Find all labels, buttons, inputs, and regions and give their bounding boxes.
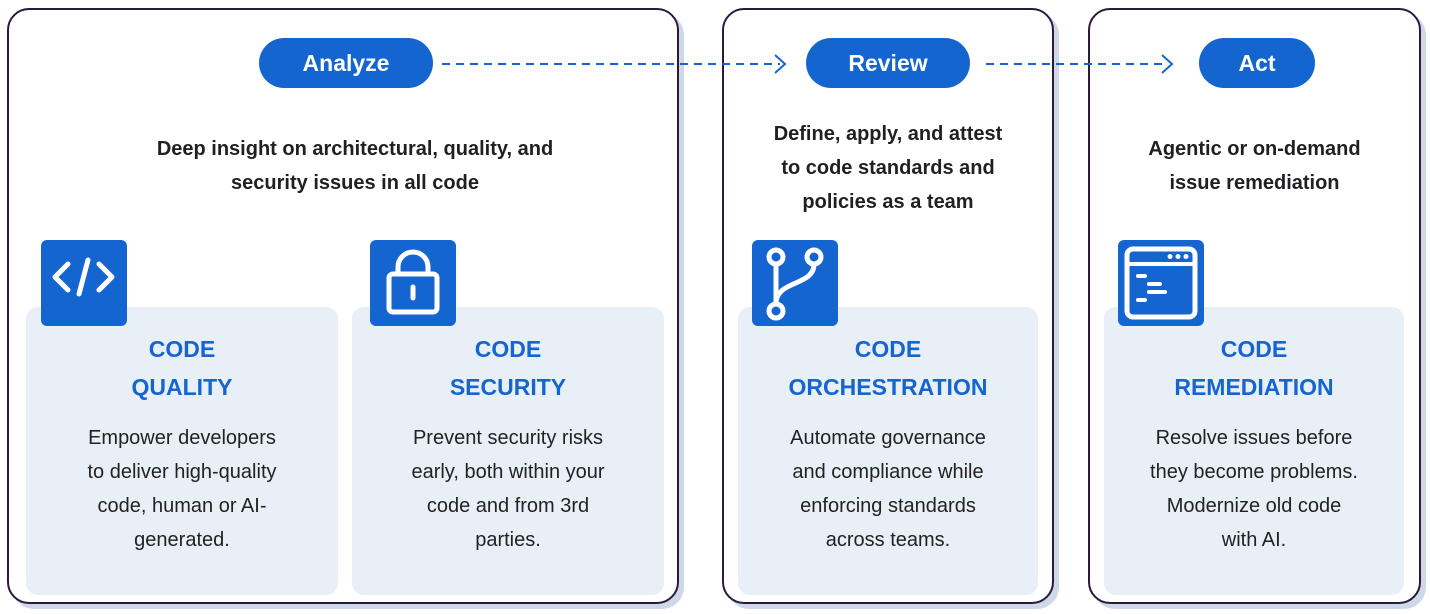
card-title-line: QUALITY (131, 374, 233, 400)
description-line: Define, apply, and attest (773, 123, 1003, 145)
stage-description-review: Define, apply, and attest to code standa… (722, 117, 1054, 219)
card-text-line: code and from 3rd (426, 495, 590, 517)
card-text-line: parties. (475, 529, 541, 551)
card-code-quality: CODE QUALITY Empower developers to deliv… (26, 307, 338, 595)
stage-pill-act: Act (1199, 38, 1315, 88)
description-line: security issues in all code (231, 172, 479, 194)
description-line: Deep insight on architectural, quality, … (156, 138, 554, 160)
card-text-line: generated. (134, 529, 230, 551)
card-text-line: across teams. (825, 529, 951, 551)
arrow-analyze-to-review (442, 54, 787, 74)
stage-description-analyze: Deep insight on architectural, quality, … (60, 132, 650, 200)
card-title-line: REMEDIATION (1174, 374, 1334, 400)
card-text-line: enforcing standards (800, 495, 976, 517)
description-line: policies as a team (802, 191, 974, 213)
card-text: Automate governance and compliance while… (738, 421, 1038, 557)
card-title-line: ORCHESTRATION (788, 374, 988, 400)
card-text-line: early, both within your (411, 461, 605, 483)
description-line: Agentic or on-demand (1148, 138, 1361, 160)
git-branch-icon (752, 240, 838, 326)
card-title-line: SECURITY (449, 374, 567, 400)
card-code-security: CODE SECURITY Prevent security risks ear… (352, 307, 664, 595)
stage-pill-analyze: Analyze (259, 38, 433, 88)
stage-pill-review: Review (806, 38, 970, 88)
code-icon (41, 240, 127, 326)
card-text-line: Empower developers (88, 427, 276, 449)
card-text-line: Prevent security risks (412, 427, 604, 449)
card-title-line: CODE (474, 336, 542, 362)
card-text-line: to deliver high-quality (87, 461, 277, 483)
card-title-line: CODE (1220, 336, 1288, 362)
card-text: Resolve issues before they become proble… (1104, 421, 1404, 557)
stage-description-act: Agentic or on-demand issue remediation (1088, 132, 1421, 200)
card-text-line: and compliance while (792, 461, 984, 483)
card-title: CODE SECURITY (352, 330, 664, 406)
card-text: Prevent security risks early, both withi… (352, 421, 664, 557)
description-line: issue remediation (1169, 172, 1340, 194)
card-text-line: with AI. (1221, 529, 1287, 551)
card-text-line: code, human or AI- (97, 495, 267, 517)
card-text-line: they become problems. (1150, 461, 1358, 483)
card-code-remediation: CODE REMEDIATION Resolve issues before t… (1104, 307, 1404, 595)
description-line: to code standards and (781, 157, 995, 179)
card-title: CODE REMEDIATION (1104, 330, 1404, 406)
card-code-orchestration: CODE ORCHESTRATION Automate governance a… (738, 307, 1038, 595)
terminal-window-icon (1118, 240, 1204, 326)
card-title: CODE ORCHESTRATION (738, 330, 1038, 406)
card-title-line: CODE (148, 336, 216, 362)
card-text-line: Automate governance (790, 427, 986, 449)
card-text: Empower developers to deliver high-quali… (26, 421, 338, 557)
card-text-line: Resolve issues before (1155, 427, 1353, 449)
card-text-line: Modernize old code (1166, 495, 1342, 517)
lock-icon (370, 240, 456, 326)
arrow-review-to-act (986, 54, 1174, 74)
card-title-line: CODE (854, 336, 922, 362)
card-title: CODE QUALITY (26, 330, 338, 406)
